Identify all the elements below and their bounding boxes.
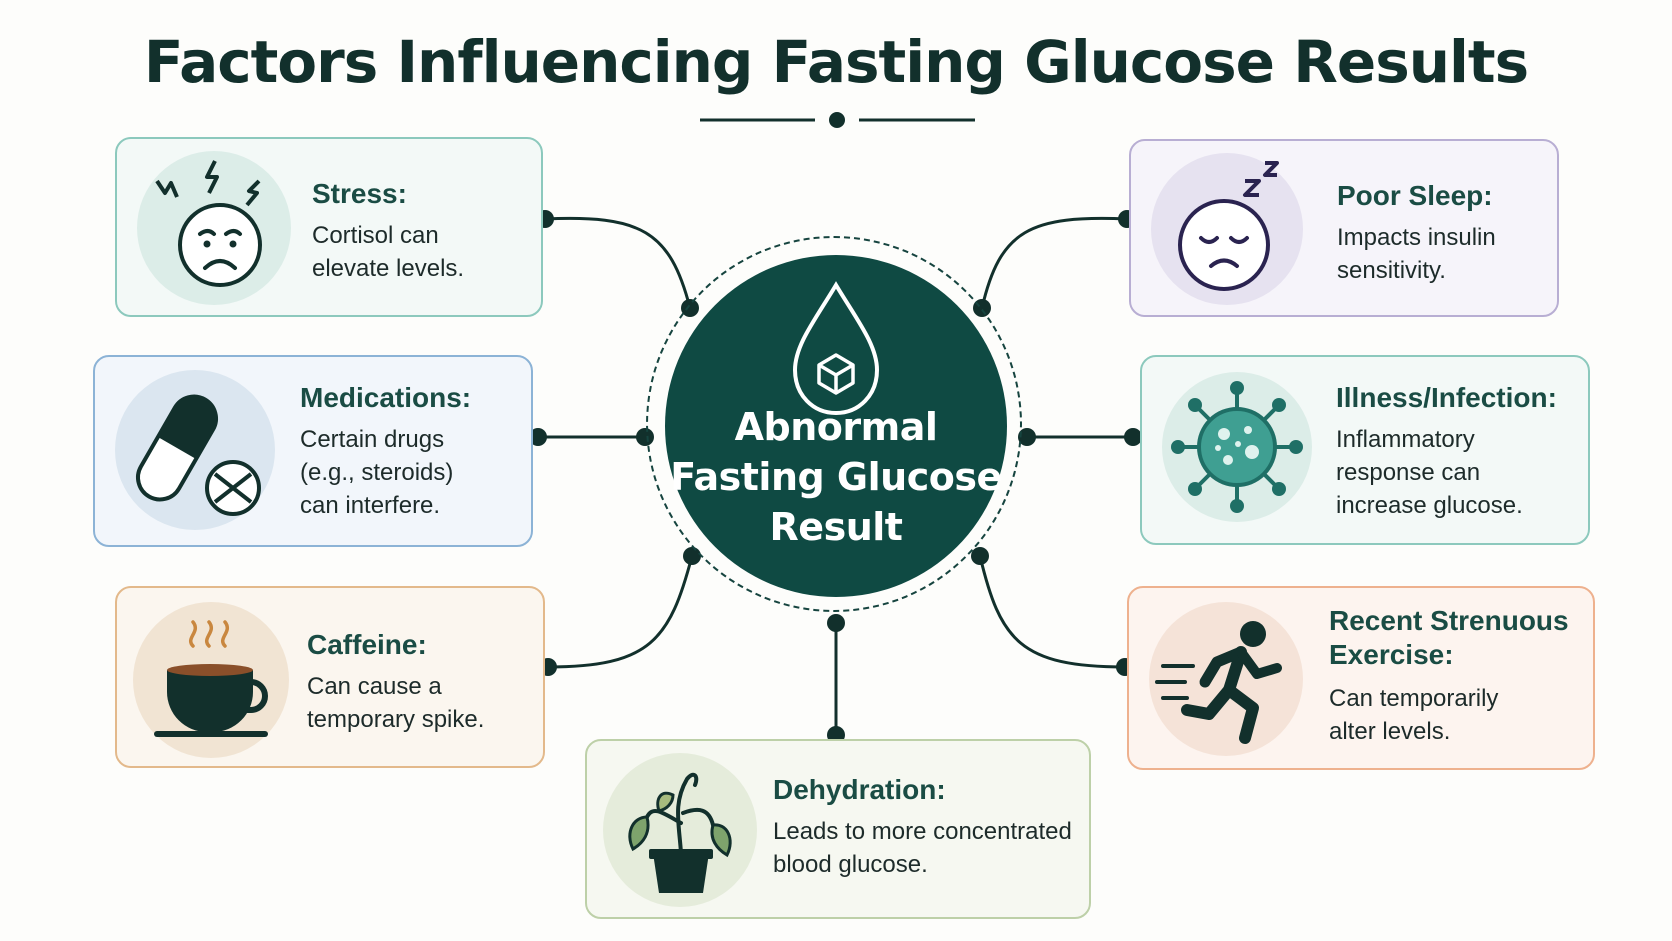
illness-desc-line-2: response can [1336,459,1481,486]
factor-card-poor-sleep: Poor Sleep: Impacts insulin sensitivity. [1129,139,1559,317]
medications-description: Certain drugs (e.g., steroids) can inter… [300,423,453,522]
factor-card-recent-exercise: Recent Strenuous Exercise: Can temporari… [1127,586,1595,770]
dehydration-desc-line-1: Leads to more concentrated [773,818,1072,845]
dehydration-description: Leads to more concentrated blood glucose… [773,815,1072,881]
medications-title: Medications: [300,382,472,413]
hub-label-line-3: Result [769,505,903,549]
factor-card-illness-infection: Illness/Infection: Inflammatory response… [1140,355,1590,545]
wilted-plant-icon [628,772,732,893]
page-title: Factors Influencing Fasting Glucose Resu… [143,28,1529,96]
factor-card-caffeine: Caffeine: Can cause a temporary spike. [115,586,545,768]
poor-sleep-desc-line-2: sensitivity. [1337,257,1446,284]
poor-sleep-title: Poor Sleep: [1337,180,1493,211]
recent-exercise-desc-line-1: Can temporarily [1329,685,1499,712]
factor-card-stress: Stress: Cortisol can elevate levels. [115,137,543,317]
stress-desc-line-2: elevate levels. [312,255,465,282]
medications-desc-line-1: Certain drugs [300,426,445,453]
dehydration-title: Dehydration: [773,774,946,805]
factor-card-dehydration: Dehydration: Leads to more concentrated … [585,739,1091,919]
illness-infection-title: Illness/Infection: [1336,382,1557,413]
recent-exercise-title-line-2: Exercise: [1329,639,1454,670]
hub-dashed-ring [646,236,1022,612]
hub-label-line-2: Fasting Glucose [670,455,1002,499]
poor-sleep-desc-line-1: Impacts insulin [1337,224,1496,251]
caffeine-title: Caffeine: [307,629,427,660]
coffee-cup-icon [154,620,268,737]
poor-sleep-description: Impacts insulin sensitivity. [1337,221,1496,287]
caffeine-description: Can cause a temporary spike. [307,670,484,736]
central-hub [665,255,1007,597]
hub-label-line-1: Abnormal [734,405,938,449]
illness-desc-line-1: Inflammatory [1336,426,1475,453]
medications-desc-line-3: can interfere. [300,492,441,519]
stressed-face-icon [155,160,262,287]
factor-card-medications: Medications: Certain drugs (e.g., steroi… [93,355,533,547]
stress-title: Stress: [312,178,407,209]
caffeine-desc-line-1: Can cause a [307,673,442,700]
dehydration-desc-line-2: blood glucose. [773,851,928,878]
recent-exercise-title-line-1: Recent Strenuous [1329,605,1569,636]
stress-description: Cortisol can elevate levels. [312,219,464,285]
sleepy-face-icon [1178,161,1279,291]
running-person-icon [1155,621,1282,744]
blood-drop-icon [792,281,880,416]
hub-label: Abnormal Fasting Glucose Result [665,402,1007,552]
illness-desc-line-3: increase glucose. [1336,492,1523,519]
recent-exercise-desc-line-2: alter levels. [1329,718,1451,745]
medications-desc-line-2: (e.g., steroids) [300,459,454,486]
pill-capsule-icon [136,394,261,516]
recent-exercise-title: Recent Strenuous Exercise: [1329,604,1569,672]
illness-infection-description: Inflammatory response can increase gluco… [1336,423,1523,522]
stress-desc-line-1: Cortisol can [312,222,439,249]
caffeine-desc-line-2: temporary spike. [307,706,485,733]
title-divider [700,112,975,128]
recent-exercise-description: Can temporarily alter levels. [1329,682,1498,748]
virus-icon [1171,381,1303,513]
